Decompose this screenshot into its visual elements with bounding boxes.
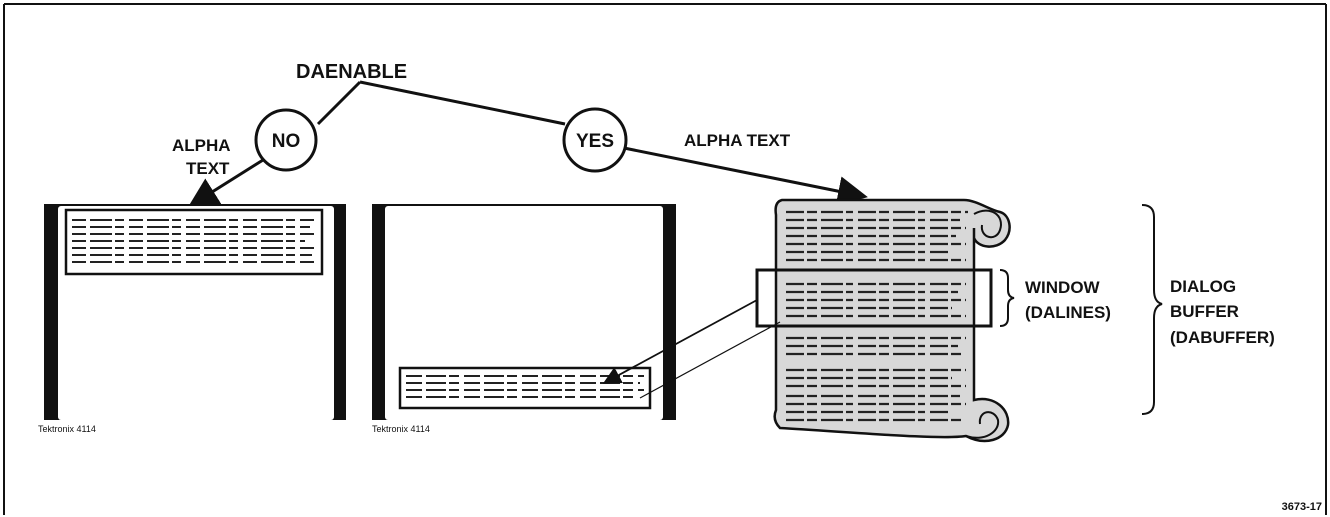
- no-node: NO: [254, 108, 318, 172]
- window-label-line2: (DALINES): [1025, 303, 1111, 322]
- branch-lines: [316, 80, 566, 126]
- window-frame: [755, 268, 993, 328]
- window-label-line1: WINDOW: [1025, 278, 1101, 297]
- terminal-yes-brand: Tektronix 4114: [372, 424, 430, 434]
- window-to-display-guide: [639, 321, 781, 399]
- yes-arrow: [623, 146, 868, 206]
- yes-alpha-text: ALPHA TEXT: [684, 131, 791, 150]
- window-bracket: [999, 269, 1015, 327]
- terminal-no: Tektronix 4114: [38, 204, 346, 434]
- no-alpha-text-line2: TEXT: [186, 159, 230, 178]
- buffer-label-line1: DIALOG: [1170, 277, 1236, 296]
- scroll-text-lines: [786, 210, 968, 422]
- no-alpha-text-line1: ALPHA: [172, 136, 231, 155]
- yes-label: YES: [576, 131, 614, 152]
- figure-border: [3, 3, 1327, 515]
- no-label: NO: [272, 131, 301, 152]
- terminal-no-text-lines: [72, 219, 316, 263]
- daenable-label: DAENABLE: [296, 61, 407, 83]
- figure-number: 3673-17: [1282, 501, 1322, 513]
- dialog-buffer-scroll: [755, 198, 1011, 443]
- buffer-label-line2: BUFFER: [1170, 302, 1239, 321]
- terminal-yes: Tektronix 4114: [372, 204, 676, 434]
- window-to-display-arrow: [602, 299, 758, 384]
- no-arrow: [187, 158, 264, 208]
- terminal-no-brand: Tektronix 4114: [38, 424, 96, 434]
- buffer-label-line3: (DABUFFER): [1170, 328, 1275, 347]
- buffer-bracket: [1141, 204, 1163, 415]
- yes-node: YES: [562, 107, 628, 173]
